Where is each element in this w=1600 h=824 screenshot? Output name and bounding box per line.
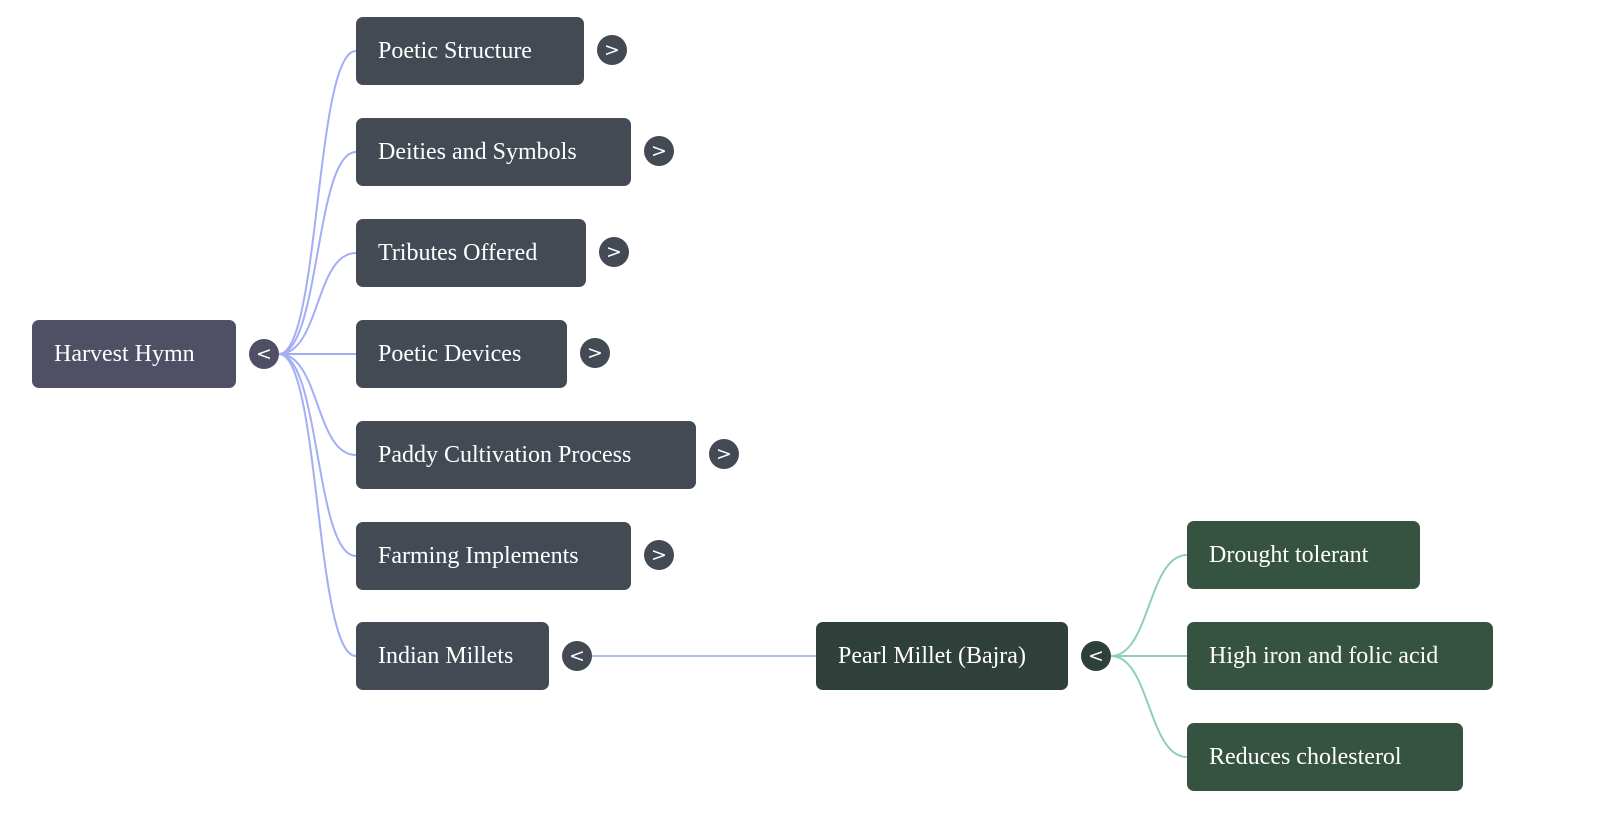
link-deities: [278, 151, 357, 355]
node-high-iron[interactable]: High iron and folic acid: [1187, 622, 1493, 690]
node-label: High iron and folic acid: [1209, 642, 1439, 669]
node-drought-tolerant[interactable]: Drought tolerant: [1187, 521, 1420, 589]
node-pearl-millet[interactable]: Pearl Millet (Bajra): [816, 622, 1068, 690]
expand-toggle-deities[interactable]: >: [644, 136, 674, 166]
expand-toggle-poetic-structure[interactable]: >: [597, 35, 627, 65]
link-millets: [278, 353, 357, 657]
collapse-toggle-millets[interactable]: <: [562, 641, 592, 671]
node-reduces-cholesterol[interactable]: Reduces cholesterol: [1187, 723, 1463, 791]
collapse-toggle-pearl-millet[interactable]: <: [1081, 641, 1111, 671]
node-label: Indian Millets: [378, 642, 514, 669]
expand-toggle-tributes[interactable]: >: [599, 237, 629, 267]
node-label: Pearl Millet (Bajra): [838, 642, 1026, 669]
node-label: Reduces cholesterol: [1209, 743, 1402, 770]
node-label: Farming Implements: [378, 542, 579, 569]
link-tributes: [278, 252, 357, 355]
node-poetic-devices[interactable]: Poetic Devices: [356, 320, 567, 388]
node-paddy-cultivation[interactable]: Paddy Cultivation Process: [356, 421, 696, 489]
node-label: Poetic Devices: [378, 340, 522, 367]
link-paddy: [278, 353, 357, 456]
link-cholesterol: [1110, 655, 1188, 758]
link-drought: [1110, 554, 1188, 657]
node-deities-and-symbols[interactable]: Deities and Symbols: [356, 118, 631, 186]
expand-toggle-poetic-devices[interactable]: >: [580, 338, 610, 368]
node-label: Tributes Offered: [378, 239, 538, 266]
collapse-toggle-root[interactable]: <: [249, 339, 279, 369]
node-poetic-structure[interactable]: Poetic Structure: [356, 17, 584, 85]
expand-toggle-paddy[interactable]: >: [709, 439, 739, 469]
node-farming-implements[interactable]: Farming Implements: [356, 522, 631, 590]
node-indian-millets[interactable]: Indian Millets: [356, 622, 549, 690]
link-farming: [278, 353, 357, 557]
root-node-harvest-hymn[interactable]: Harvest Hymn: [32, 320, 236, 388]
node-label: Poetic Structure: [378, 37, 532, 64]
expand-toggle-farming[interactable]: >: [644, 540, 674, 570]
node-label: Deities and Symbols: [378, 138, 577, 165]
node-label: Harvest Hymn: [54, 340, 195, 367]
node-tributes-offered[interactable]: Tributes Offered: [356, 219, 586, 287]
node-label: Drought tolerant: [1209, 541, 1369, 568]
node-label: Paddy Cultivation Process: [378, 441, 632, 468]
link-poetic-structure: [278, 50, 357, 355]
